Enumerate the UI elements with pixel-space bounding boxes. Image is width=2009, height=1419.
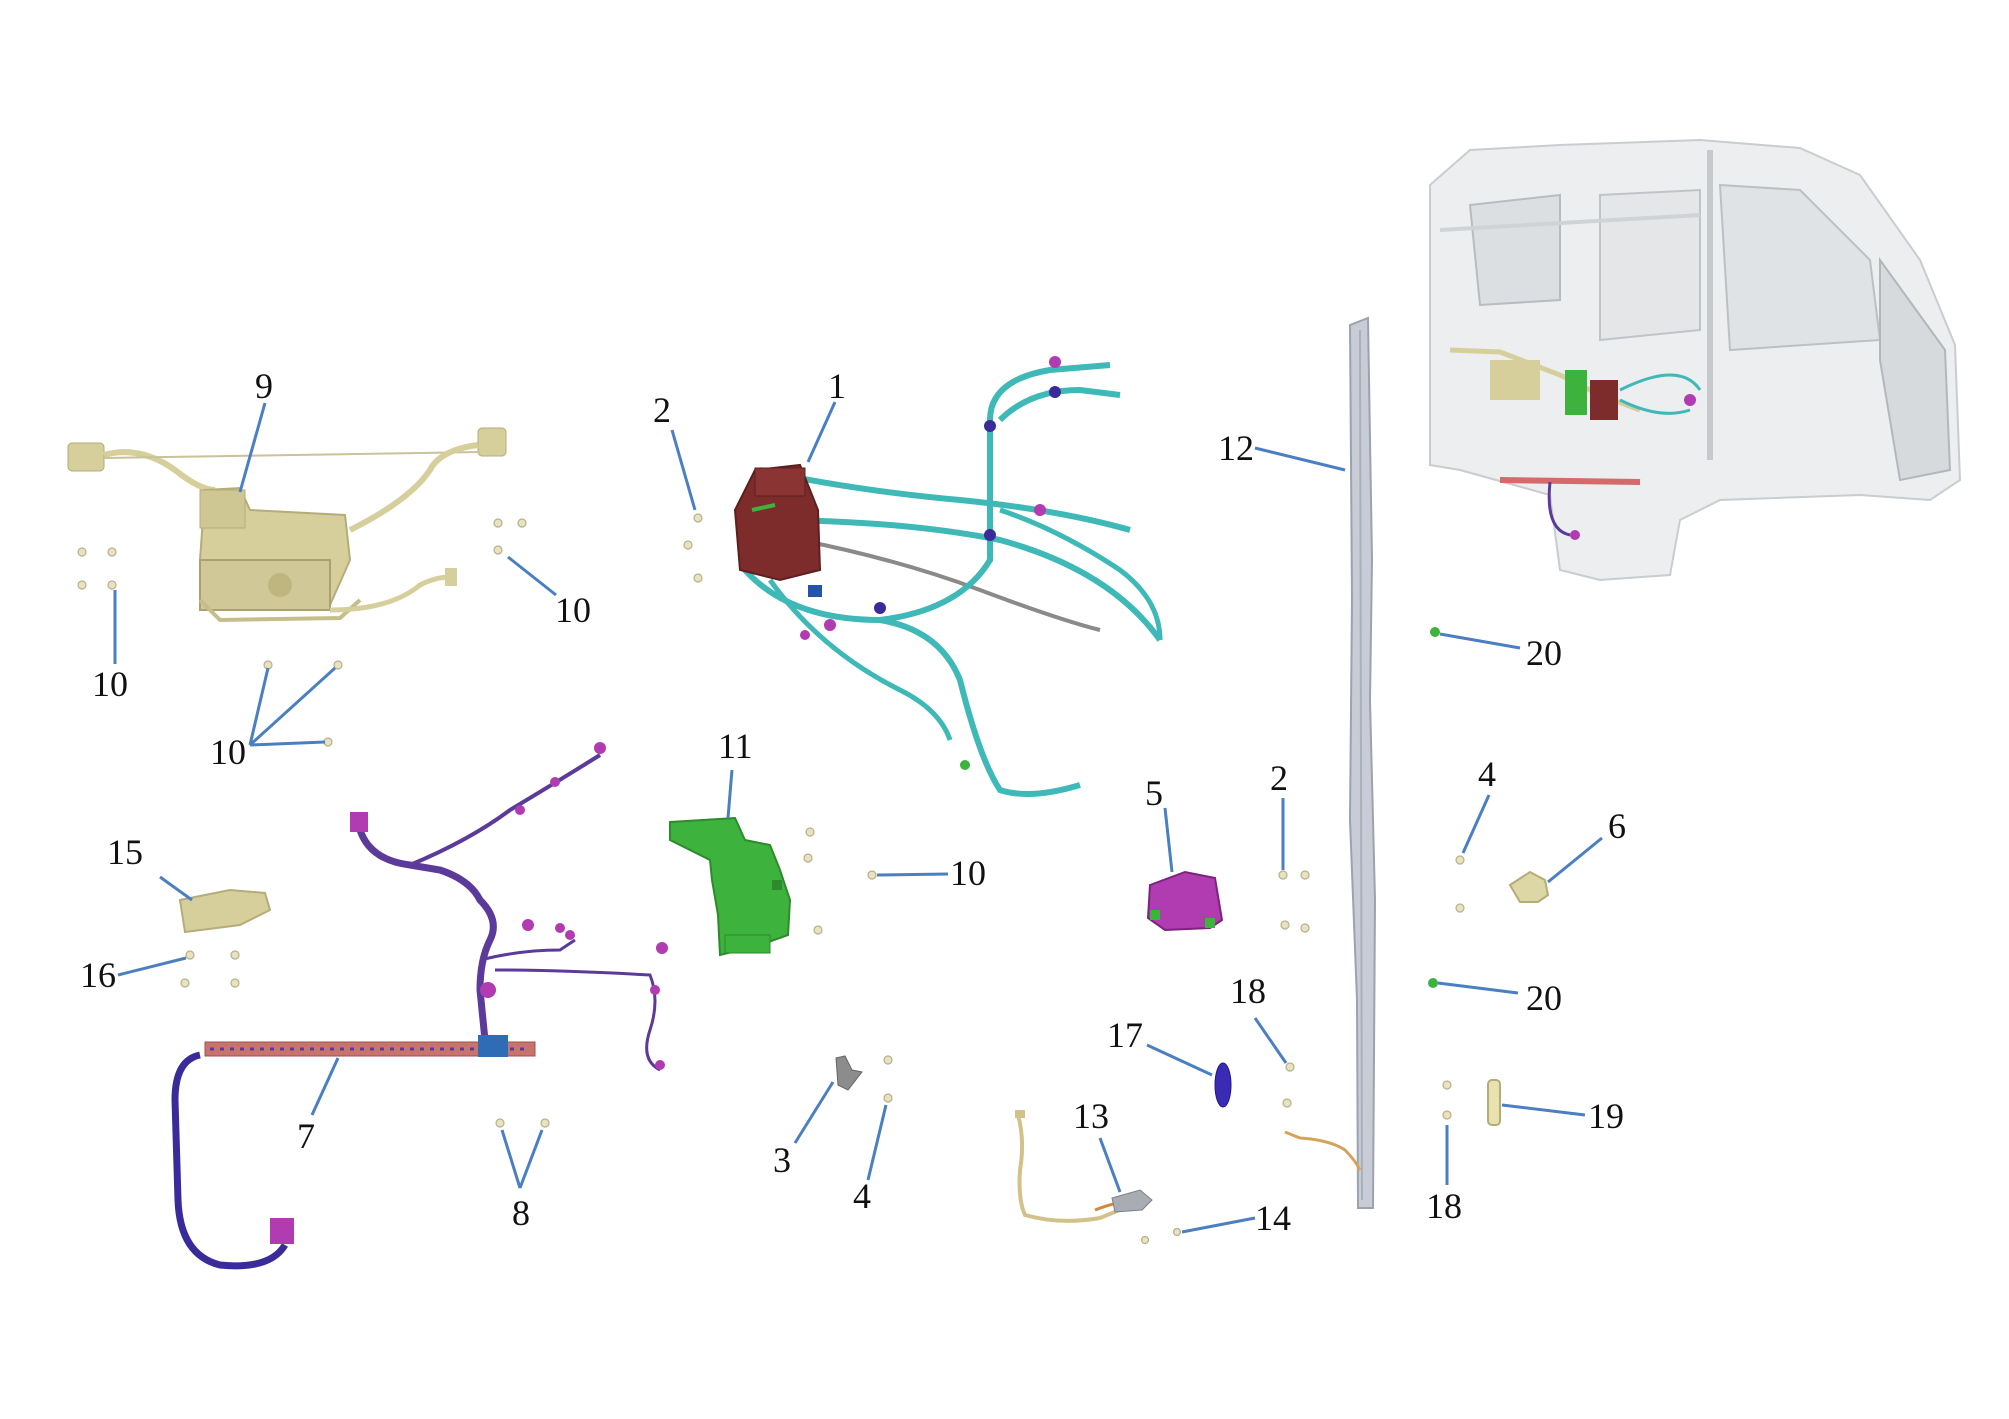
callout-5: 5 bbox=[1145, 773, 1163, 813]
callout-7: 7 bbox=[297, 1116, 315, 1156]
callout-19: 19 bbox=[1588, 1096, 1624, 1136]
callout-15: 15 bbox=[107, 832, 143, 872]
fasteners-16 bbox=[180, 950, 240, 988]
part-6 bbox=[1508, 870, 1550, 903]
callout-20: 20 bbox=[1526, 633, 1562, 673]
bracket-15 bbox=[178, 888, 272, 934]
part-3 bbox=[835, 1055, 863, 1091]
callout-12: 12 bbox=[1218, 428, 1254, 468]
callout-11: 11 bbox=[718, 726, 753, 766]
part-20 bbox=[1428, 627, 1440, 988]
fasteners-2-upper bbox=[683, 513, 703, 583]
fasteners-4-lower bbox=[883, 1055, 893, 1103]
fasteners-14 bbox=[1140, 1227, 1182, 1245]
callout-10: 10 bbox=[210, 732, 246, 772]
leader-lines bbox=[113, 401, 1603, 1234]
part-13 bbox=[1015, 1110, 1362, 1223]
callout-6: 6 bbox=[1608, 806, 1626, 846]
callout-14: 14 bbox=[1255, 1198, 1291, 1238]
part-5 bbox=[1146, 870, 1224, 932]
harness-7 bbox=[171, 742, 668, 1270]
callout-1: 1 bbox=[828, 366, 846, 406]
part-17 bbox=[1214, 1062, 1232, 1108]
fasteners-8 bbox=[495, 1118, 550, 1128]
fasteners-2-lower bbox=[1278, 870, 1310, 933]
callout-4: 4 bbox=[853, 1176, 871, 1216]
callout-18: 18 bbox=[1426, 1186, 1462, 1226]
callout-20: 20 bbox=[1526, 978, 1562, 1018]
cab-overview bbox=[1429, 138, 1962, 582]
control-box-harness bbox=[733, 356, 1163, 797]
callout-10: 10 bbox=[555, 590, 591, 630]
callout-17: 17 bbox=[1107, 1015, 1143, 1055]
callout-18: 18 bbox=[1230, 971, 1266, 1011]
fasteners-10-left bbox=[77, 518, 527, 747]
callout-10: 10 bbox=[950, 853, 986, 893]
bracket-11 bbox=[669, 816, 792, 957]
callout-3: 3 bbox=[773, 1140, 791, 1180]
callout-9: 9 bbox=[255, 366, 273, 406]
callout-8: 8 bbox=[512, 1193, 530, 1233]
window-regulator bbox=[67, 427, 507, 623]
part-19 bbox=[1487, 1079, 1501, 1126]
strip-12 bbox=[1348, 316, 1377, 1209]
fasteners-18-mid bbox=[1282, 1062, 1295, 1108]
callout-16: 16 bbox=[80, 955, 116, 995]
callout-13: 13 bbox=[1073, 1096, 1109, 1136]
callout-2: 2 bbox=[653, 390, 671, 430]
callout-10: 10 bbox=[92, 664, 128, 704]
callout-4: 4 bbox=[1478, 754, 1496, 794]
fasteners-4-right bbox=[1455, 855, 1465, 913]
callout-2: 2 bbox=[1270, 758, 1288, 798]
fasteners-10-mid bbox=[803, 827, 877, 935]
fasteners-18-right bbox=[1442, 1080, 1452, 1120]
callout-numbers: 9 1 2 10 10 10 11 10 12 20 20 4 6 5 2 18… bbox=[80, 366, 1626, 1238]
